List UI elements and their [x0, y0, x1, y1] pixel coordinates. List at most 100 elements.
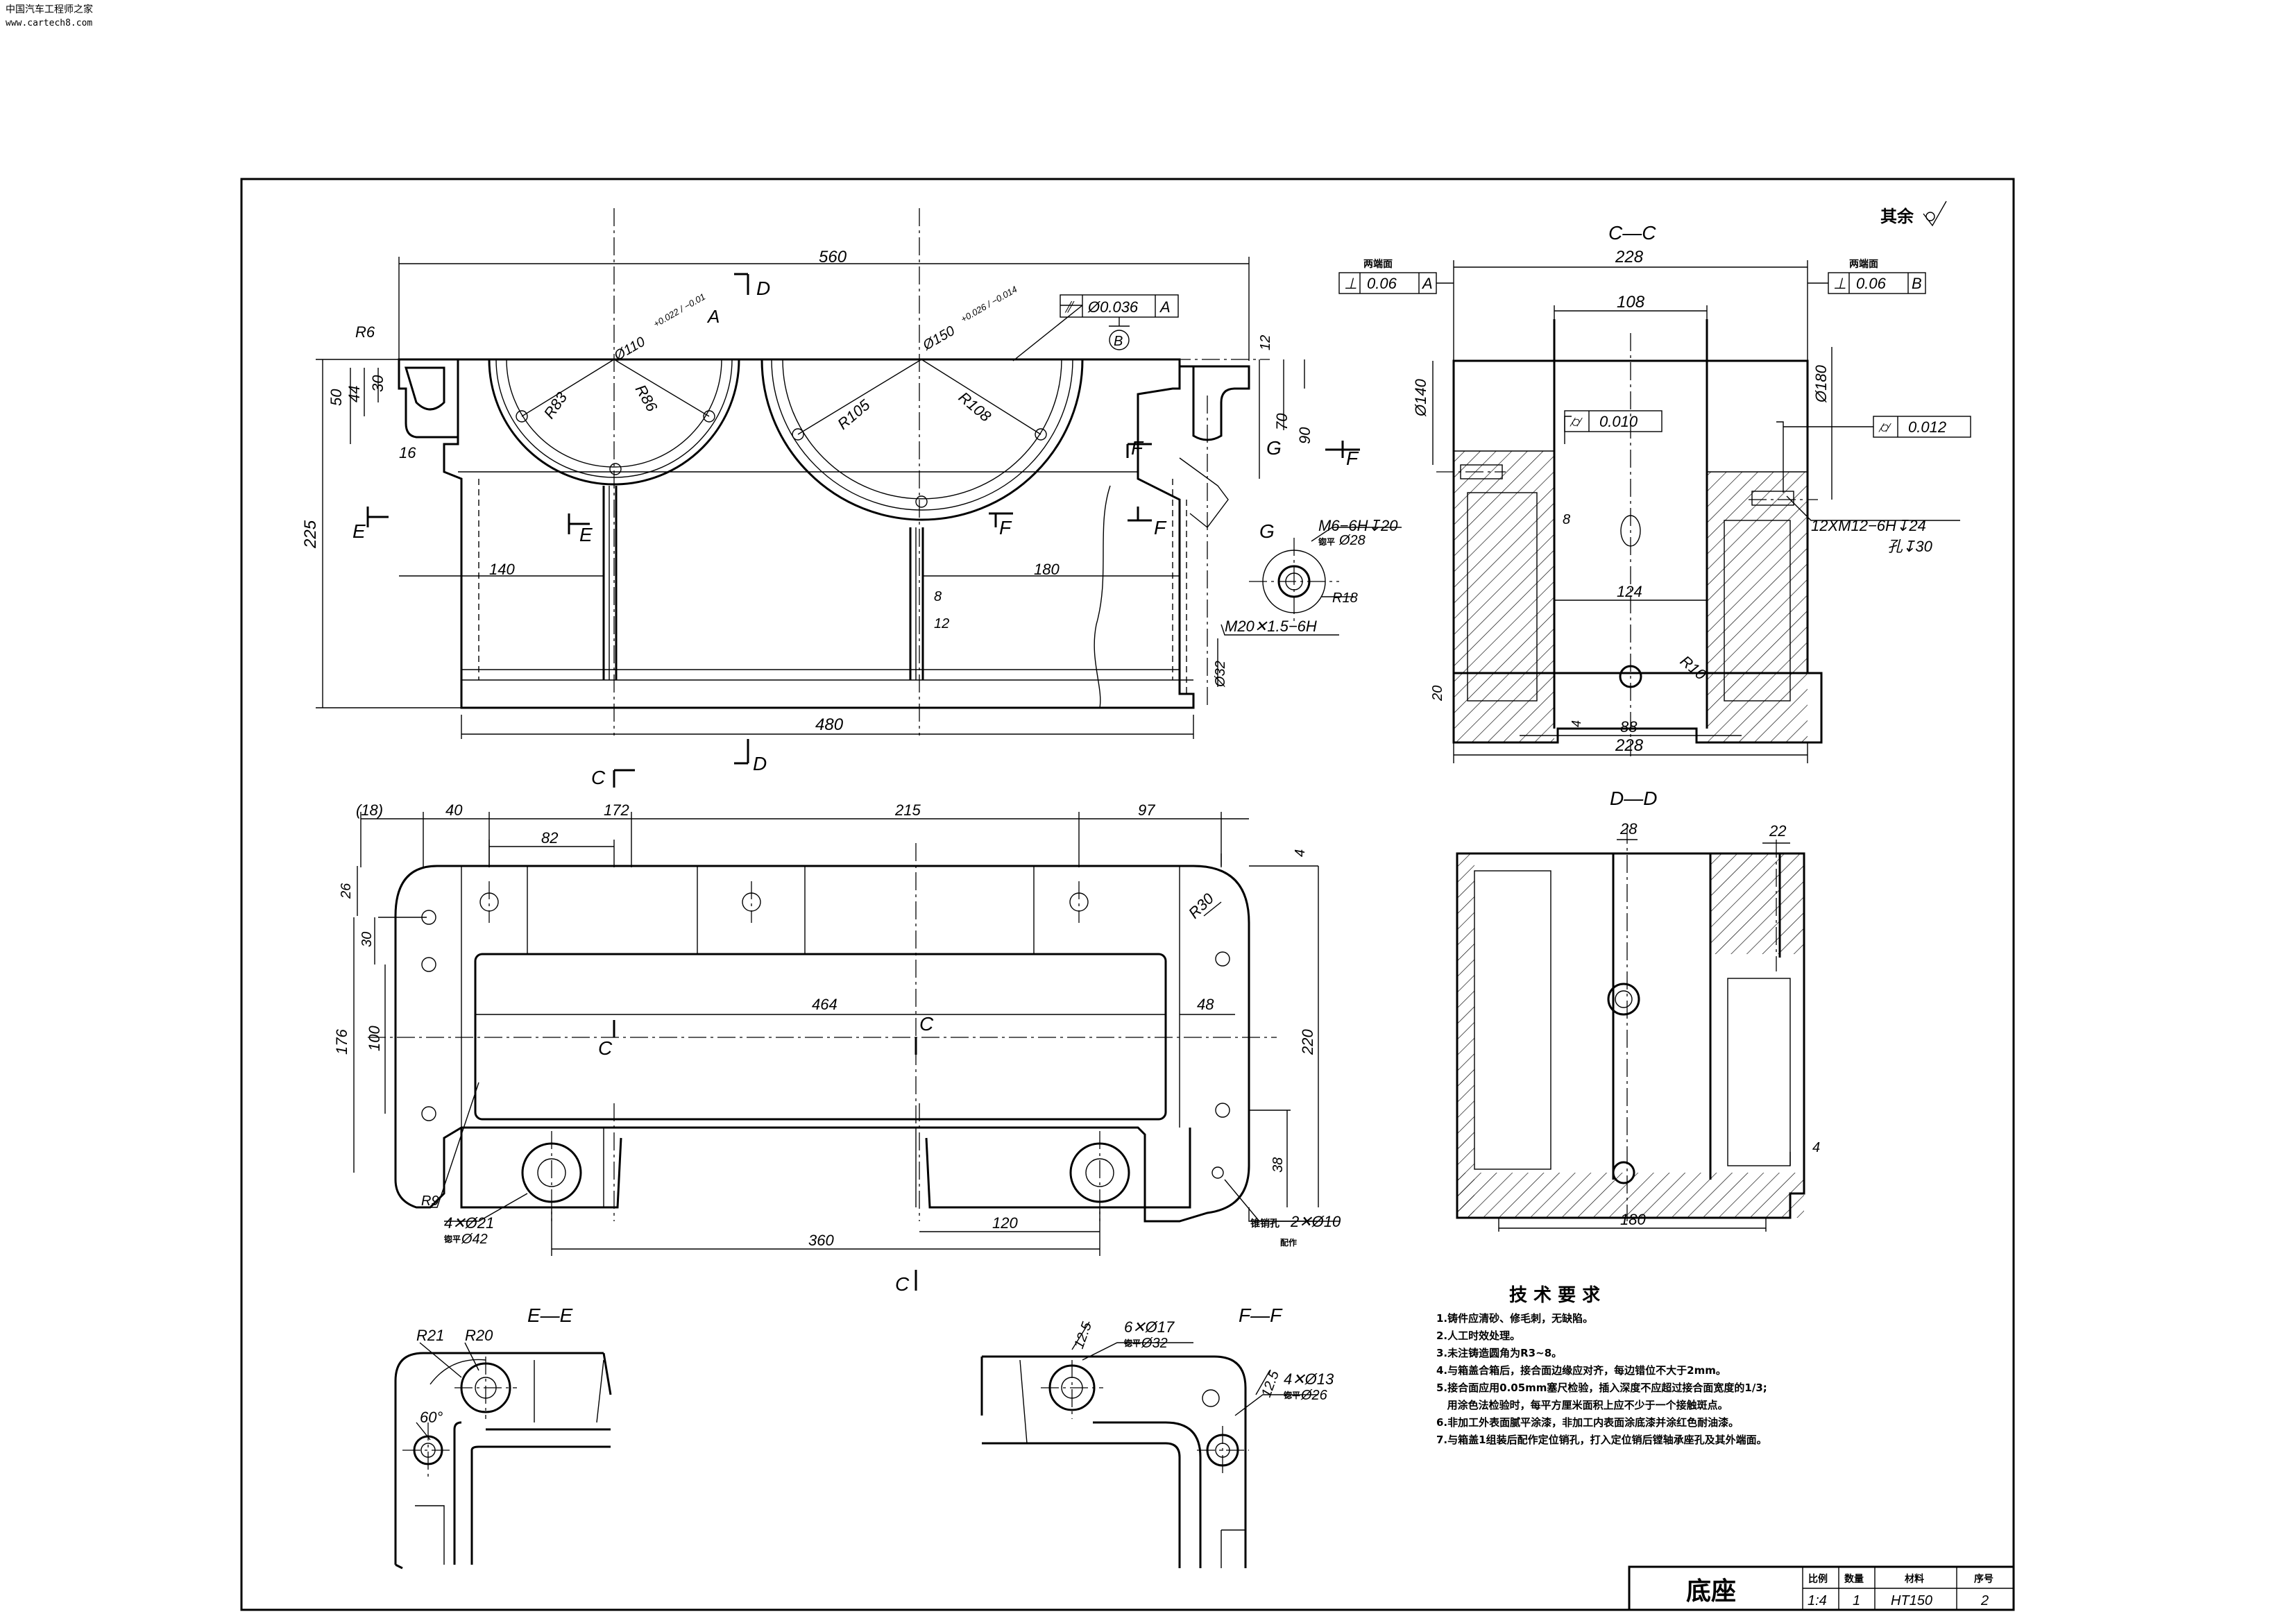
drawing-border [240, 178, 2015, 1611]
cc-tol-mid-left-symbol: ⌭ [1570, 413, 1583, 430]
dim-d32: Ø32 [1213, 661, 1228, 688]
dim-90: 90 [1296, 427, 1313, 444]
label-c4: C [895, 1273, 910, 1295]
dim-180: 180 [1034, 561, 1060, 578]
dim-bore-large-tol: +0.026 / −0.014 [959, 284, 1019, 325]
ff-holes4: 4✕Ø13 [1284, 1370, 1334, 1388]
top-view-outline [394, 865, 1250, 1223]
label-d-bot: D [753, 753, 767, 774]
cc-dim-88: 88 [1620, 718, 1638, 736]
dim-225: 225 [301, 520, 320, 549]
cc-tol-left-caption: 两端面 [1363, 258, 1393, 270]
dim-r18: R18 [1332, 590, 1358, 606]
label-e2: E [579, 524, 593, 545]
label-a: A [706, 306, 720, 327]
cc-thread: 12XM12−6H↧24 [1811, 517, 1926, 534]
label-g1: G [1266, 437, 1282, 459]
cc-tol-right-value: 0.06 [1856, 275, 1887, 292]
surface-finish-default: 其余 [1880, 201, 1947, 227]
main-view [316, 208, 1402, 739]
cc-thread-sub: 孔↧30 [1887, 538, 1933, 555]
dim-12: 12 [934, 616, 949, 631]
tb-qty: 1 [1853, 1593, 1860, 1608]
dim-r105: R105 [834, 396, 874, 432]
main-view-left-ear [404, 366, 445, 411]
top-dim-97: 97 [1138, 801, 1155, 819]
tol-datum: A [1159, 298, 1171, 316]
top-dim-215: 215 [894, 801, 921, 819]
top-dim-172: 172 [604, 801, 629, 819]
ff-holes6-sub-label: 锪平 [1124, 1338, 1141, 1348]
tech-requirements: 技 术 要 求 1.铸件应清砂、修毛刺，无缺陷。 2.人工时效处理。 3.未注铸… [1436, 1285, 1767, 1446]
tb-header-material: 材料 [1905, 1573, 1924, 1585]
dim-12b: 12 [1258, 335, 1273, 350]
label-c3: C [919, 1013, 934, 1035]
ee-dim-r20: R20 [465, 1327, 493, 1344]
tech-item-4: 4.与箱盖合箱后，接合面边缘应对齐，每边错位不大于2mm。 [1436, 1364, 1726, 1377]
thread-m6-sub-label: 锪平 [1318, 536, 1335, 547]
pin-sub: 配作 [1280, 1237, 1297, 1248]
label-d-top: D [756, 278, 770, 299]
datum-b: B [1114, 334, 1123, 349]
label-g2: G [1259, 520, 1275, 542]
cc-tol-mid-right-symbol: ⌭ [1878, 418, 1891, 436]
top-dim-18: (18) [356, 801, 383, 819]
dim-r83: R83 [541, 389, 571, 422]
ff-holes6-sub-val: Ø32 [1141, 1336, 1168, 1351]
section-cc-title: C—C [1608, 222, 1656, 244]
top-dim-30: 30 [359, 932, 375, 947]
label-f4: F [1346, 448, 1359, 469]
label-c2: C [598, 1037, 613, 1059]
section-ff-title: F—F [1239, 1305, 1283, 1326]
ff-holes4-sub-label: 锪平 [1284, 1390, 1300, 1400]
dim-140: 140 [489, 561, 515, 578]
cc-dim-8: 8 [1563, 512, 1570, 527]
tolerance-frame-parallel: ⫽ Ø0.036 A B [1060, 294, 1179, 350]
cc-tol-right-datum: B [1912, 275, 1922, 292]
ee-dim-r21: R21 [416, 1327, 444, 1344]
top-holes: 4✕Ø21 [444, 1214, 494, 1232]
section-ff-outline [980, 1355, 1247, 1568]
tech-item-5: 5.接合面应用0.05mm塞尺检验，插入深度不应超过接合面宽度的1/3; [1436, 1382, 1767, 1394]
cc-dim-20: 20 [1430, 686, 1445, 702]
ff-rough1: 12.5 [1071, 1320, 1095, 1351]
top-dim-4: 4 [1293, 849, 1308, 857]
cc-dim-124: 124 [1617, 583, 1642, 600]
cc-tol-left-symbol: ⊥ [1344, 275, 1357, 292]
tech-item-1: 1.铸件应清砂、修毛刺，无缺陷。 [1436, 1312, 1593, 1325]
tol-value: Ø0.036 [1087, 298, 1139, 316]
section-ee: E—E R21 R20 60° [394, 1305, 612, 1570]
tech-item-7: 6.非加工外表面腻平涂漆，非加工内表面涂底漆并涂红色耐油漆。 [1436, 1416, 1739, 1429]
cc-tol-mid-left-value: 0.010 [1599, 413, 1638, 430]
main-view-labels: 560 480 225 50 44 30 16 R6 140 180 8 12 … [301, 248, 1398, 774]
top-dim-100: 100 [366, 1026, 383, 1051]
watermark-site-name: 中国汽车工程师之家 [6, 4, 93, 15]
cc-dim-108: 108 [1617, 293, 1645, 312]
ff-holes6: 6✕Ø17 [1124, 1318, 1175, 1336]
label-f2: F [1154, 517, 1167, 538]
dim-480: 480 [815, 715, 844, 734]
tb-header-qty: 数量 [1844, 1573, 1864, 1585]
top-dim-38: 38 [1270, 1157, 1286, 1173]
top-holes-sub-val: Ø42 [461, 1232, 488, 1247]
cc-tol-right-symbol: ⊥ [1833, 275, 1846, 292]
top-dim-464: 464 [812, 996, 837, 1013]
dim-bore-large: Ø150 [920, 323, 958, 354]
main-view-left-flange [398, 358, 459, 439]
watermark-url: www.cartech8.com [6, 18, 93, 28]
section-ee-outline [394, 1352, 612, 1570]
label-e1: E [352, 520, 366, 542]
cc-dim-228-bot: 228 [1615, 736, 1644, 755]
dd-dim-180: 180 [1620, 1211, 1646, 1228]
pin-value: 2✕Ø10 [1290, 1213, 1341, 1230]
tb-no: 2 [1980, 1593, 1989, 1608]
top-dim-r30: R30 [1185, 890, 1218, 922]
main-view-outline [443, 358, 1195, 709]
top-dim-120: 120 [992, 1214, 1018, 1232]
dim-r86: R86 [632, 382, 661, 415]
section-dd-title: D—D [1610, 788, 1657, 809]
dim-r6: R6 [355, 323, 375, 341]
tech-item-2: 2.人工时效处理。 [1436, 1329, 1520, 1342]
cc-tol-left-datum: A [1421, 275, 1433, 292]
tech-item-3: 3.未注铸造圆角为R3~8。 [1436, 1347, 1562, 1359]
